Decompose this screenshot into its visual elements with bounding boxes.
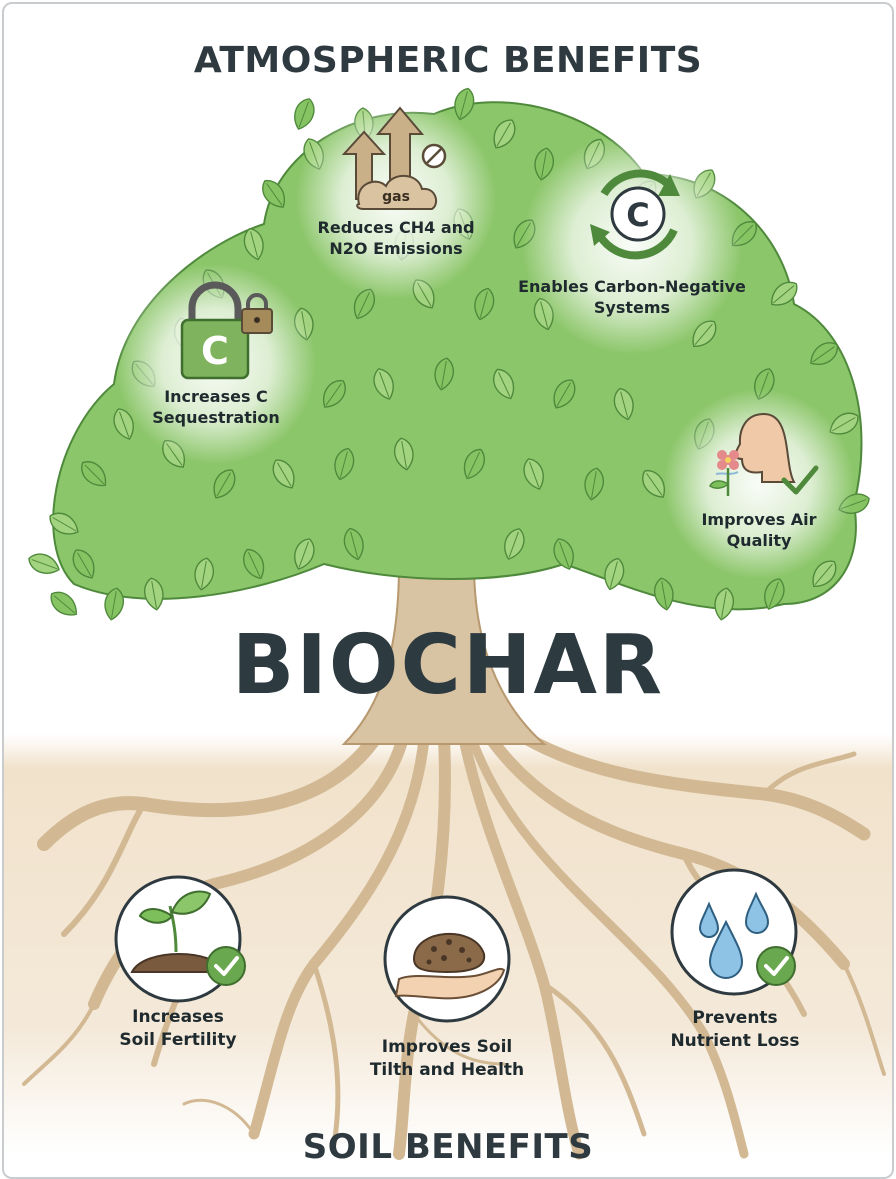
svg-text:C: C <box>626 196 649 234</box>
label-line: Systems <box>593 298 671 317</box>
label-air-quality: Improves Air Quality <box>684 509 834 551</box>
carbon-lock-icon: C <box>180 281 273 380</box>
label-soil-tilth: Improves Soil Tilth and Health <box>349 1036 545 1082</box>
label-soil-fertility: Increases Soil Fertility <box>98 1006 258 1052</box>
label-line: Sequestration <box>152 408 280 427</box>
atmospheric-benefits-title: ATMOSPHERIC BENEFITS <box>193 40 703 81</box>
water-drops-check-icon <box>670 868 798 996</box>
gas-arrows-icon: gas <box>341 106 447 210</box>
label-line: Improves Soil <box>381 1037 513 1057</box>
label-line: Reduces CH4 and <box>317 218 475 237</box>
label-line: Nutrient Loss <box>670 1031 800 1051</box>
label-line: Tilth and Health <box>369 1060 525 1080</box>
tree-illustration: gas C C <box>4 85 892 1160</box>
label-line: Increases <box>132 1007 224 1027</box>
person-breathing-flower-icon <box>709 412 819 496</box>
label-carbon-negative: Enables Carbon-Negative Systems <box>512 276 752 318</box>
label-c-sequestration: Increases C Sequestration <box>136 386 296 428</box>
label-line: Soil Fertility <box>119 1030 237 1050</box>
label-nutrient-loss: Prevents Nutrient Loss <box>650 1007 820 1053</box>
biochar-title: BIOCHAR <box>231 618 665 713</box>
label-line: Increases C <box>164 387 268 406</box>
carbon-cycle-icon: C <box>590 169 680 260</box>
label-line: Improves Air <box>701 510 817 529</box>
label-reduces-emissions: Reduces CH4 and N2O Emissions <box>296 217 496 259</box>
label-line: N2O Emissions <box>329 239 463 258</box>
hand-holding-soil-icon <box>383 895 511 1023</box>
soil-benefits-title: SOIL BENEFITS <box>302 1127 594 1167</box>
label-line: Quality <box>726 531 792 550</box>
svg-text:gas: gas <box>382 189 410 205</box>
sprout-soil-check-icon <box>114 875 246 1003</box>
label-line: Enables Carbon-Negative <box>518 277 746 296</box>
label-line: Prevents <box>692 1008 778 1028</box>
svg-text:C: C <box>201 329 229 373</box>
